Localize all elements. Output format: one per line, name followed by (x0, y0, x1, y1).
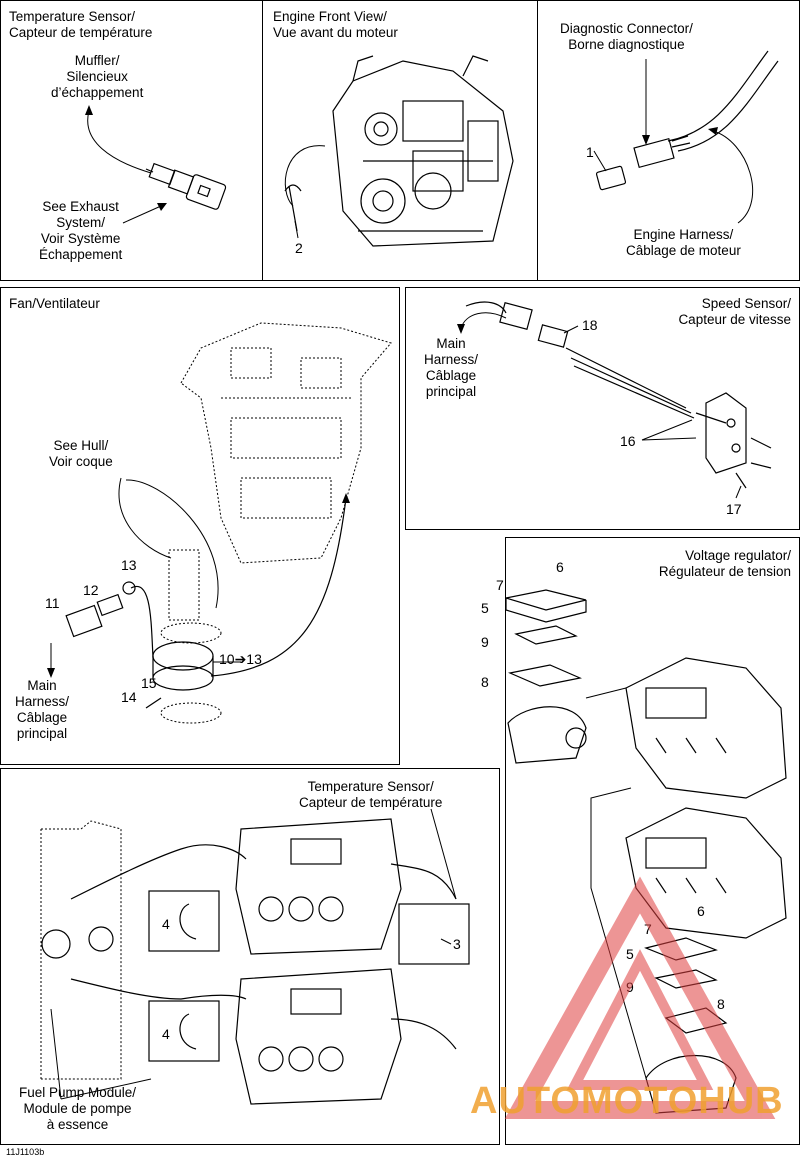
panel-title: Engine Front View/ Vue avant du moteur (273, 9, 398, 40)
engine-front-drawing (284, 55, 514, 247)
callout-1: 1 (586, 144, 594, 160)
panel-diagnostic-connector: Diagnostic Connector/ Borne diagnostique… (537, 0, 800, 281)
callout-7: 7 (496, 577, 504, 593)
callout-17: 17 (726, 501, 742, 517)
see-hull-label: See Hull/ Voir coque (49, 438, 113, 469)
panel-engine-front-view: Engine Front View/ Vue avant du moteur 2 (262, 0, 538, 281)
callout-4b: 4 (162, 1026, 170, 1042)
callout-4a: 4 (162, 916, 170, 932)
callout-3: 3 (453, 936, 461, 952)
callout-8: 8 (481, 674, 489, 690)
panel-title: Diagnostic Connector/ Borne diagnostique (560, 21, 693, 52)
figure-id: 11J1103b (6, 1147, 45, 1157)
panel-title: Speed Sensor/ Capteur de vitesse (678, 296, 791, 327)
callout-16: 16 (620, 433, 636, 449)
callout-13: 13 (121, 557, 137, 573)
panel-title: Fan/Ventilateur (9, 296, 100, 311)
panel-temperature-sensor: Temperature Sensor/ Capteur de températu… (0, 0, 263, 281)
panel-fuel-pump-module: Temperature Sensor/ Capteur de températu… (0, 768, 500, 1145)
panel-speed-sensor: Speed Sensor/ Capteur de vitesse Main Ha… (405, 287, 800, 530)
voltage-regulator-drawing (505, 589, 787, 1114)
temperature-sensor-label: Temperature Sensor/ Capteur de températu… (299, 779, 443, 810)
fan-drawing (47, 322, 392, 724)
callout-14: 14 (121, 689, 137, 705)
panel-voltage-regulator: Voltage regulator/ Régulateur de tension… (481, 537, 800, 1145)
exhaust-label: See Exhaust System/ Voir Système Échappe… (39, 199, 123, 262)
callout-5: 5 (481, 600, 489, 616)
callout-2: 2 (295, 240, 303, 256)
panel-title: Temperature Sensor/ Capteur de températu… (9, 9, 153, 40)
engine-harness-label: Engine Harness/ Câblage de moteur (626, 227, 741, 258)
callout-11: 11 (45, 595, 60, 611)
main-harness-label: Main Harness/ Câblage principal (424, 336, 479, 399)
watermark-text: AUTOMOTOHUB (470, 1080, 784, 1122)
fuel-pump-drawing (40, 808, 470, 1105)
callout-12: 12 (83, 582, 99, 598)
speed-sensor-drawing (457, 301, 772, 499)
panel-fan: Fan/Ventilateur See Hull/ Voir coque Mai… (0, 287, 400, 765)
temperature-sensor-drawing (85, 105, 227, 224)
callout-9: 9 (481, 634, 489, 650)
callout-18: 18 (582, 317, 598, 333)
panel-title: Voltage regulator/ Régulateur de tension (658, 548, 791, 579)
diagnostic-connector-drawing (593, 50, 779, 224)
muffler-label: Muffler/ Silencieux d’échappement (51, 53, 144, 100)
callout-6: 6 (556, 559, 564, 575)
main-harness-label: Main Harness/ Câblage principal (15, 678, 70, 741)
